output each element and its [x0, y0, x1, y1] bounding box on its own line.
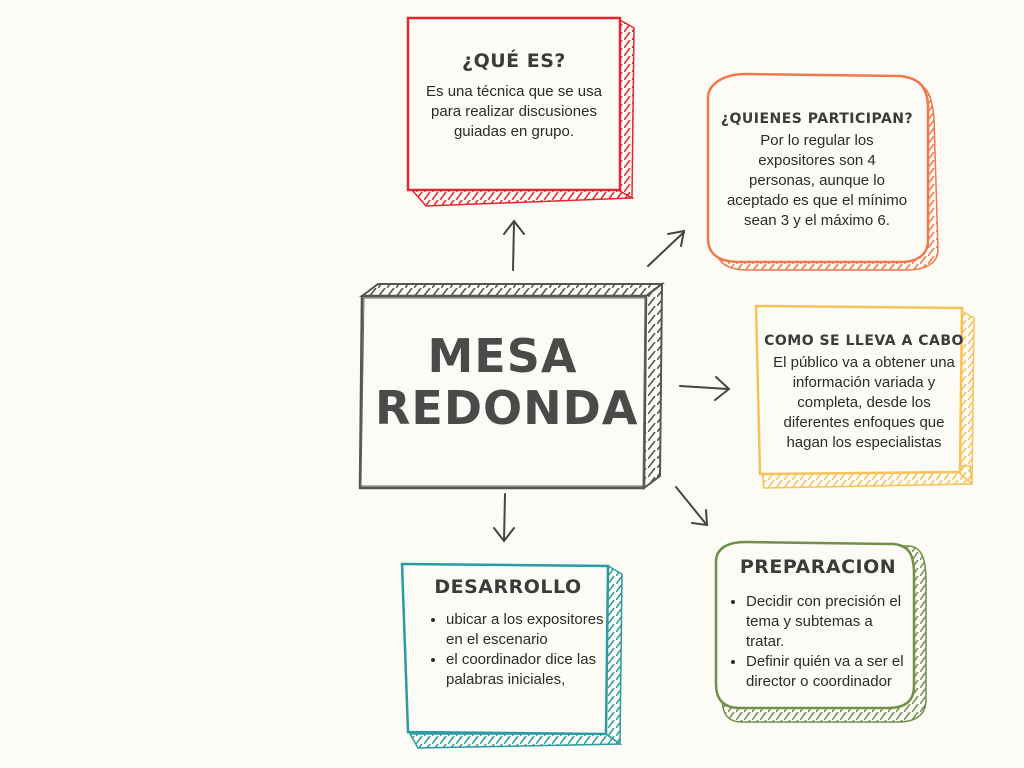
arrow-up: [503, 219, 525, 271]
center-box: [358, 281, 665, 491]
arrow-down: [493, 493, 515, 543]
desarrollo-item: ubicar a los expositores en el escenario: [446, 610, 604, 650]
arrow-right: [679, 376, 731, 401]
que-es-content: ¿QUÉ ES? Es una técnica que se usa para …: [414, 50, 614, 142]
como-box: [754, 304, 975, 489]
quienes-content: ¿QUIENES PARTICIPAN? Por lo regular los …: [712, 111, 922, 231]
preparacion-box: [714, 540, 927, 723]
desarrollo-box: [400, 562, 623, 749]
quienes-box: [706, 72, 939, 271]
como-text: El público va a obtener una información …: [773, 354, 955, 451]
preparacion-item: Definir quién va a ser el director o coo…: [746, 652, 910, 692]
arrow-lower-right: [675, 486, 709, 527]
desarrollo-content: DESARROLLO ubicar a los expositores en e…: [412, 576, 604, 690]
que-es-text: Es una técnica que se usa para realizar …: [426, 83, 602, 140]
como-title: COMO SE LLEVA A CABO: [764, 333, 964, 349]
center-title: MESA REDONDA: [375, 329, 639, 435]
center-title-line2: REDONDA: [375, 381, 639, 435]
quienes-text: Por lo regular los expositores son 4 per…: [726, 132, 908, 229]
preparacion-list: Decidir con precisión el tema y subtemas…: [726, 592, 910, 692]
preparacion-item: Decidir con precisión el tema y subtemas…: [746, 592, 910, 652]
preparacion-title: PREPARACION: [739, 556, 897, 578]
quienes-title: ¿QUIENES PARTICIPAN?: [720, 111, 914, 127]
desarrollo-item: el coordinador dice las palabras inicial…: [446, 650, 604, 690]
que-es-title: ¿QUÉ ES?: [462, 50, 566, 72]
desarrollo-title: DESARROLLO: [434, 576, 582, 598]
como-content: COMO SE LLEVA A CABO El público va a obt…: [758, 333, 970, 453]
que-es-box: [406, 16, 635, 207]
center-title-line1: MESA: [427, 329, 578, 383]
arrow-upper-right: [647, 229, 686, 267]
preparacion-content: PREPARACION Decidir con precisión el tem…: [726, 556, 910, 692]
desarrollo-list: ubicar a los expositores en el escenario…: [412, 610, 604, 690]
